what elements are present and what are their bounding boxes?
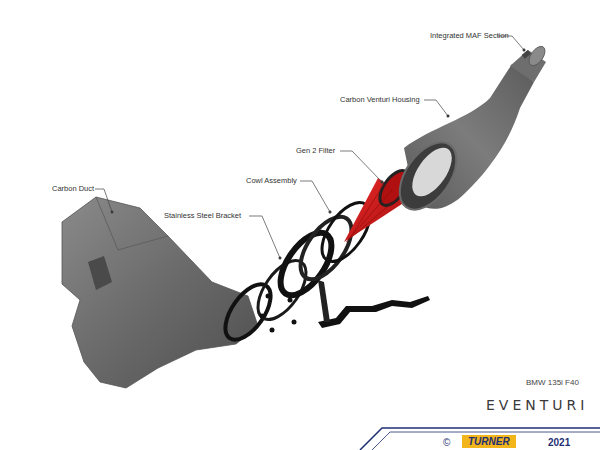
model-name: BMW 135i F40 <box>526 379 579 388</box>
part-name: Stainless Steel Bracket <box>164 212 241 220</box>
filter-pleats <box>346 184 400 242</box>
venturi-housing <box>404 64 534 209</box>
leader-lines <box>95 36 525 259</box>
duct-ring <box>217 277 280 348</box>
cowl-ring <box>271 224 342 304</box>
part-name: Carbon Duct <box>52 185 94 193</box>
steel-bracket <box>318 296 430 328</box>
footer-stripe <box>360 428 600 450</box>
duct-recess <box>88 256 112 290</box>
cowl-ring <box>291 208 362 288</box>
copyright-mark: © <box>442 437 451 448</box>
part-name: Integrated MAF Section <box>430 32 509 40</box>
bracket-tab <box>318 280 330 322</box>
footer-stripe <box>372 432 600 450</box>
duct-edge <box>96 197 168 250</box>
watermark-year: 2021 <box>546 437 572 448</box>
part-name: Carbon Venturi Housing <box>340 96 420 104</box>
watermark-logo: TURNER <box>462 435 516 448</box>
screws <box>260 294 297 333</box>
venturi-inner <box>404 141 459 203</box>
part-name: Gen 2 Filter <box>296 147 335 155</box>
maf-sensor-port <box>522 50 531 59</box>
maf-outlet <box>526 44 548 69</box>
venturi-mouth <box>388 132 468 219</box>
brand-logo: EVENTURI <box>486 398 588 413</box>
carbon-duct <box>62 197 258 388</box>
part-name: Cowl Assembly <box>246 177 297 185</box>
